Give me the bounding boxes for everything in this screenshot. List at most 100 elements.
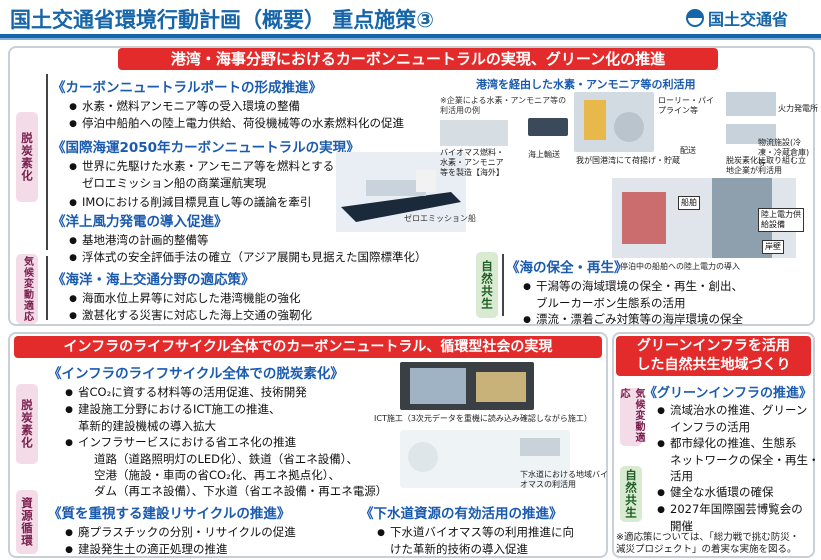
bracket-line-3 bbox=[502, 254, 504, 316]
bullet-cont: 革新的建設機械の導入拡大 bbox=[78, 419, 216, 433]
section-title: 《インフラのライフサイクル全体での脱炭素化》 bbox=[48, 366, 344, 382]
bullet-item: 干潟等の海域環境の保全・再生・創出、 bbox=[518, 278, 743, 295]
bullet-item: 浮体式の安全評価手法の確立（アジア展開も見据えた国際標準化） bbox=[64, 249, 427, 266]
section-offshore-wind: 《洋上風力発電の導入促進》 基地港湾の計画的整備等 浮体式の安全評価手法の確立（… bbox=[52, 210, 427, 266]
zero-emission-ship-image: ゼロエミッション船 bbox=[336, 152, 476, 232]
bracket-line-2 bbox=[46, 256, 48, 320]
bullet-extra: ダム（再エネ設備）、下水道（省エネ設備・再エネ電源） bbox=[94, 484, 388, 498]
bullet-item: 廃プラスチックの分別・リサイクルの促進 bbox=[60, 524, 296, 541]
banner-line-1: グリーンインフラを活用 bbox=[637, 338, 790, 354]
bullet-item: 建設施工分野におけるICT施工の推進、 bbox=[60, 401, 387, 418]
bullet-item: 健全な水循環の確保 bbox=[652, 484, 820, 501]
diagram-delivery: 配送 bbox=[680, 146, 696, 155]
bullet-cont: インフラの活用 bbox=[670, 420, 751, 434]
sewer-caption: 下水道における地域バイオマスの利活用 bbox=[520, 470, 608, 489]
section-title: 《洋上風力発電の導入促進》 bbox=[52, 214, 228, 230]
bullet-cont: けた革新的技術の導入促進 bbox=[390, 542, 528, 556]
quay-tag: 岸壁 bbox=[762, 240, 784, 254]
bullet-cont: ブルーカーボン生態系の活用 bbox=[536, 296, 686, 310]
page-header: 国土交通省環境行動計画（概要） 重点施策③ 国土交通省 bbox=[0, 0, 821, 40]
diagram-logistics: 物流施設(冷凍・冷蔵倉庫) 等 bbox=[758, 138, 810, 167]
ship-icon bbox=[336, 152, 466, 232]
section-title: 《海の保全・再生》 bbox=[506, 260, 628, 276]
ict-caption: ICT施工（3次元データを重機に読み込み確認しながら施工） bbox=[374, 414, 592, 423]
power-plant-image bbox=[726, 92, 776, 116]
bullet-extra: 空港（施設・車両の省CO₂化、再エネ拠点化）、 bbox=[94, 468, 340, 482]
section-cn-port: 《カーボンニュートラルポートの形成推進》 水素・燃料アンモニア等の受入環境の整備… bbox=[52, 76, 404, 132]
diagram-users: 脱炭素化に取り組む立地企業が利活用 bbox=[726, 156, 806, 175]
section-title: 《カーボンニュートラルポートの形成推進》 bbox=[52, 80, 322, 96]
bullet-item: 漂流・漂着ごみ対策等の海岸環境の保全 bbox=[518, 311, 743, 328]
bracket-line bbox=[46, 74, 48, 250]
section-lifecycle-decarb: 《インフラのライフサイクル全体での脱炭素化》 省CO₂に資する材料等の活用促進、… bbox=[48, 362, 387, 499]
title-rule-light bbox=[0, 38, 821, 40]
bullet-cont: ゼロエミッション船の商業運航実現 bbox=[82, 176, 266, 190]
label-circular: 資源循環 bbox=[16, 490, 38, 554]
shore-power-caption: 停泊中の船舶への陸上電力の導入 bbox=[620, 262, 740, 271]
bullet-item: 建設発生土の適正処理の推進 bbox=[60, 541, 296, 558]
bullet-item: 世界に先駆けた水素・アンモニア等を燃料とする bbox=[64, 158, 360, 175]
label-nature-2: 自然共生 bbox=[620, 466, 642, 522]
bullet-item: 激甚化する災害に対応した海上交通の強靭化 bbox=[64, 307, 312, 324]
green-infra-title: 《グリーンインフラの推進》 bbox=[644, 386, 812, 401]
section-intl-shipping: 《国際海運2050年カーボンニュートラルの実現》 世界に先駆けた水素・アンモニア… bbox=[52, 136, 360, 211]
bullet-item: 基地港湾の計画的整備等 bbox=[64, 232, 427, 249]
note-line-1: ※適応策については、「総力戦で挑む防災・ bbox=[616, 532, 800, 543]
label-adaptation: 気候変動適応 bbox=[16, 254, 38, 324]
bullet-item: 水素・燃料アンモニア等の受入環境の整備 bbox=[64, 98, 404, 115]
bullet-item: 海面水位上昇等に対応した港湾機能の強化 bbox=[64, 290, 312, 307]
diagram-pipeline: ローリー・パイプライン等 bbox=[658, 96, 714, 115]
note-line-2: 減災プロジェクト」の着実な実施を図る。 bbox=[616, 544, 797, 555]
sewer-biomass-image bbox=[400, 430, 570, 488]
section-title: 《質を重視する建設リサイクルの推進》 bbox=[48, 506, 291, 522]
page-title: 国土交通省環境行動計画（概要） 重点施策③ bbox=[10, 8, 435, 32]
section-recycling: 《質を重視する建設リサイクルの推進》 廃プラスチックの分別・リサイクルの促進 建… bbox=[48, 502, 296, 558]
bullet-cont: 活用 bbox=[670, 469, 693, 483]
tanker-image bbox=[528, 118, 568, 136]
bullet-item: 停泊中船舶への陸上電力供給、荷役機械等の水素燃料化の促進 bbox=[64, 115, 404, 132]
ict-construction-image bbox=[400, 362, 534, 410]
bullet-item: 下水道バイオマス等の利用推進に向 bbox=[372, 524, 574, 541]
bullet-item: IMOにおける削減目標見直し等の議論を牽引 bbox=[64, 194, 360, 211]
section-title: 《海洋・海上交通分野の適応策》 bbox=[52, 272, 255, 288]
title-rule bbox=[0, 34, 821, 38]
section-title: 《国際海運2050年カーボンニュートラルの実現》 bbox=[52, 140, 360, 156]
section-sea-conservation: 《海の保全・再生》 干潟等の海域環境の保全・再生・創出、 ブルーカーボン生態系の… bbox=[506, 256, 743, 328]
adaptation-note: ※適応策については、「総力戦で挑む防災・ 減災プロジェクト」の着実な実施を図る。 bbox=[616, 532, 799, 556]
ship-tag: 船舶 bbox=[678, 196, 700, 210]
shore-power-tag: 陸上電力供給設備 bbox=[758, 208, 804, 232]
section-maritime-adaptation: 《海洋・海上交通分野の適応策》 海面水位上昇等に対応した港湾機能の強化 激甚化す… bbox=[52, 268, 312, 324]
plant-image bbox=[440, 120, 508, 146]
green-infra-list: 流域治水の推進、グリーン インフラの活用 都市緑化の推進、生態系 ネットワークの… bbox=[652, 402, 820, 534]
label-decarbonization: 脱炭素化 bbox=[16, 112, 38, 202]
ministry-logo: 国土交通省 bbox=[686, 6, 788, 30]
bullet-extra: 道路（道路照明灯のLED化）、鉄道（省エネ設備）、 bbox=[94, 452, 359, 466]
bullet-item: 都市緑化の推進、生態系 bbox=[652, 435, 820, 452]
bullet-item: 2027年国際園芸博覧会の bbox=[652, 501, 820, 518]
bullet-item: インフラサービスにおける省エネ化の推進 bbox=[60, 434, 387, 451]
section-sewer-resources: 《下水道資源の有効活用の推進》 下水道バイオマス等の利用推進に向 けた革新的技術… bbox=[360, 502, 574, 557]
bullet-cont: 開催 bbox=[670, 519, 693, 533]
ship-caption: ゼロエミッション船 bbox=[404, 214, 476, 223]
bullet-item: 省CO₂に資する材料等の活用促進、技術開発 bbox=[60, 384, 387, 401]
diagram-storage: 我が国港湾にて荷揚げ・貯蔵 bbox=[576, 156, 680, 165]
bottom-left-banner: インフラのライフサイクル全体でのカーボンニュートラル、循環型社会の実現 bbox=[14, 336, 602, 358]
diagram-note: ※企業による水素・アンモニア等の利活用の例 bbox=[440, 96, 567, 115]
warehouse-image bbox=[726, 124, 776, 144]
diagram-header: 港湾を経由した水素・アンモニア等の利活用 bbox=[476, 78, 696, 91]
diagram-source: バイオマス燃料・水素・アンモニア等を製造【海外】 bbox=[440, 148, 504, 177]
diagram-power: 火力発電所 bbox=[778, 104, 818, 113]
logo-text: 国土交通省 bbox=[708, 10, 789, 29]
label-decarbonization-2: 脱炭素化 bbox=[16, 384, 38, 464]
bullet-item: 流域治水の推進、グリーン bbox=[652, 402, 820, 419]
label-adaptation-2: 気候変動適応 bbox=[618, 388, 644, 446]
bullet-cont: ネットワークの保全・再生・ bbox=[670, 453, 820, 467]
banner-line-2: した自然共生地域づくり bbox=[636, 357, 791, 373]
port-storage-image bbox=[574, 92, 654, 152]
mlit-logo-icon bbox=[686, 9, 704, 27]
section-title: 《下水道資源の有効活用の推進》 bbox=[360, 506, 563, 522]
green-infra-banner: グリーンインフラを活用 した自然共生地域づくり bbox=[616, 336, 811, 376]
label-nature: 自然共生 bbox=[476, 252, 498, 318]
top-banner: 港湾・海事分野におけるカーボンニュートラルの実現、グリーン化の推進 bbox=[118, 48, 718, 70]
diagram-sea-transport: 海上輸送 bbox=[528, 150, 560, 159]
